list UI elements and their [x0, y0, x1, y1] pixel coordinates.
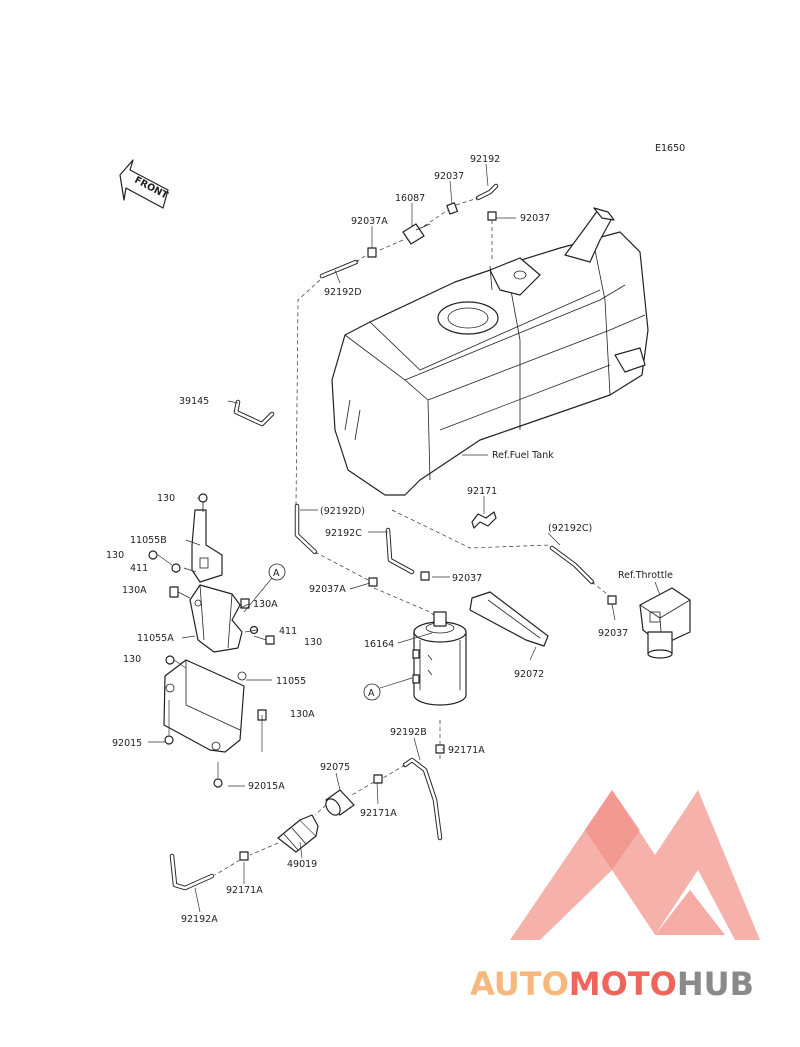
vent-fittings: [295, 183, 499, 506]
fuel-tank: [331, 207, 649, 496]
label-411-mid: 411: [279, 626, 297, 637]
label-92192c-paren: (92192C): [548, 523, 592, 534]
label-11055a: 11055A: [137, 633, 174, 644]
watermark-part-2: MOTO: [569, 965, 677, 1003]
label-92192d: 92192D: [324, 287, 362, 298]
diagram-code: E1650: [655, 143, 685, 154]
bracket-11055a: [189, 584, 243, 653]
watermark-part-3: HUB: [677, 965, 754, 1003]
label-92037-top: 92037: [434, 171, 464, 182]
label-16164: 16164: [364, 639, 394, 650]
marker-a-upper: A: [243, 563, 286, 613]
label-92171a-right: 92171A: [448, 745, 485, 756]
label-130-left: 130: [106, 550, 124, 561]
front-arrow: FRONT: [119, 159, 170, 209]
label-92037-right: 92037: [520, 213, 550, 224]
label-11055b: 11055B: [130, 535, 167, 546]
leader-lines: [148, 163, 616, 913]
label-130a-low: 130A: [290, 709, 315, 720]
bracket-92072: [469, 591, 549, 647]
label-130a-mid: 130A: [253, 599, 278, 610]
hoses-lower: [169, 720, 445, 891]
part-labels: 92192 92037 16087 92037A 92037 92192D 39…: [106, 154, 628, 925]
throttle-body: [639, 587, 691, 659]
label-11055: 11055: [276, 676, 306, 687]
label-39145: 39145: [179, 396, 209, 407]
bracket-11055: [163, 659, 247, 753]
label-92037a-mid: 92037A: [309, 584, 346, 595]
label-92171: 92171: [467, 486, 497, 497]
svg-text:A: A: [273, 568, 280, 579]
label-92037-mid: 92037: [452, 573, 482, 584]
ref-throttle: Ref.Throttle: [618, 570, 673, 581]
watermark-part-1: AUTO: [470, 965, 569, 1003]
label-92015a: 92015A: [248, 781, 285, 792]
watermark-text: AUTOMOTOHUB: [470, 965, 754, 1003]
label-92192: 92192: [470, 154, 500, 165]
canister-16164: [412, 611, 467, 706]
svg-text:A: A: [368, 688, 375, 699]
label-49019: 49019: [287, 859, 317, 870]
label-92015: 92015: [112, 738, 142, 749]
label-92192b: 92192B: [390, 727, 427, 738]
marker-a-lower: A: [363, 677, 413, 701]
label-130-low: 130: [123, 654, 141, 665]
hoses-mid: [294, 503, 617, 621]
label-92192d-paren: (92192D): [320, 506, 365, 517]
label-16087: 16087: [395, 193, 425, 204]
watermark-logo: [510, 790, 760, 940]
label-130-mid: 130: [304, 637, 322, 648]
bracket-11055b: [191, 493, 223, 583]
label-92037-throttle: 92037: [598, 628, 628, 639]
label-130a-left: 130A: [122, 585, 147, 596]
fasteners: [148, 550, 275, 788]
label-92171a-mid: 92171A: [360, 808, 397, 819]
label-92072: 92072: [514, 669, 544, 680]
label-92075: 92075: [320, 762, 350, 773]
label-92192c: 92192C: [325, 528, 362, 539]
label-130-top: 130: [157, 493, 175, 504]
label-92037a-top: 92037A: [351, 216, 388, 227]
ref-fuel-tank: Ref.Fuel Tank: [492, 450, 554, 461]
label-92192a: 92192A: [181, 914, 218, 925]
label-92171a-low: 92171A: [226, 885, 263, 896]
clip-39145: [233, 399, 275, 427]
label-411-left: 411: [130, 563, 148, 574]
